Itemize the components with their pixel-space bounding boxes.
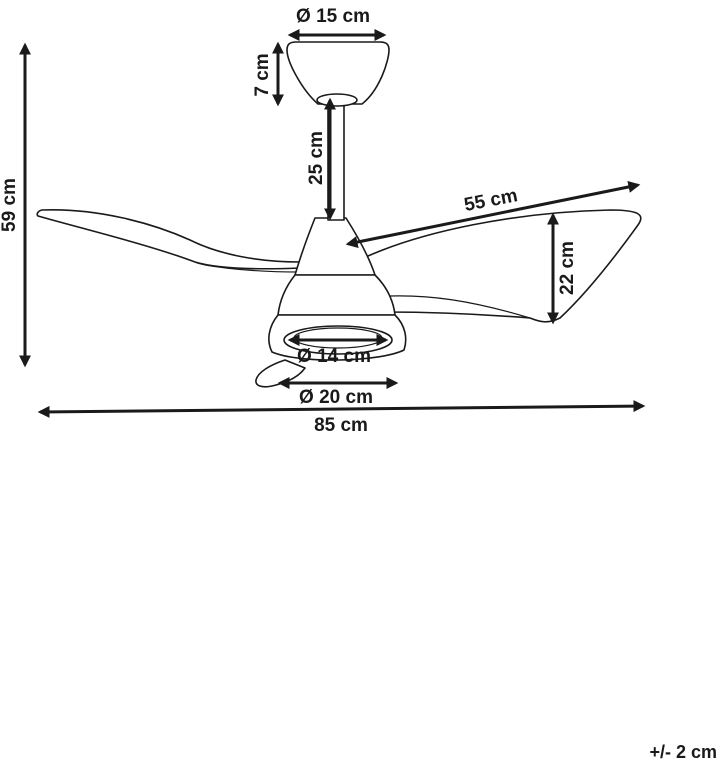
motor-housing xyxy=(294,217,376,276)
blade-width-label: 22 cm xyxy=(557,241,578,295)
canopy xyxy=(286,41,390,105)
right-blade xyxy=(354,209,642,323)
canopy-height-label: 7 cm xyxy=(252,53,273,96)
front-blade xyxy=(255,359,306,388)
total-width-line xyxy=(37,400,646,418)
light-diameter-label: Ø 14 cm xyxy=(297,346,371,367)
tolerance-note: +/- 2 cm xyxy=(649,742,717,762)
canopy-diameter-label: Ø 15 cm xyxy=(296,6,370,27)
motor-housing-lower xyxy=(277,274,396,316)
blade-length-line xyxy=(345,181,641,248)
total-width-label: 85 cm xyxy=(314,415,368,436)
left-blade xyxy=(36,209,301,270)
ceiling-fan-drawing xyxy=(36,41,642,388)
housing-diameter-label: Ø 20 cm xyxy=(299,387,373,408)
downrod-length-label: 25 cm xyxy=(306,131,327,185)
total-height-label: 59 cm xyxy=(0,178,20,232)
dimension-lines xyxy=(19,29,646,418)
